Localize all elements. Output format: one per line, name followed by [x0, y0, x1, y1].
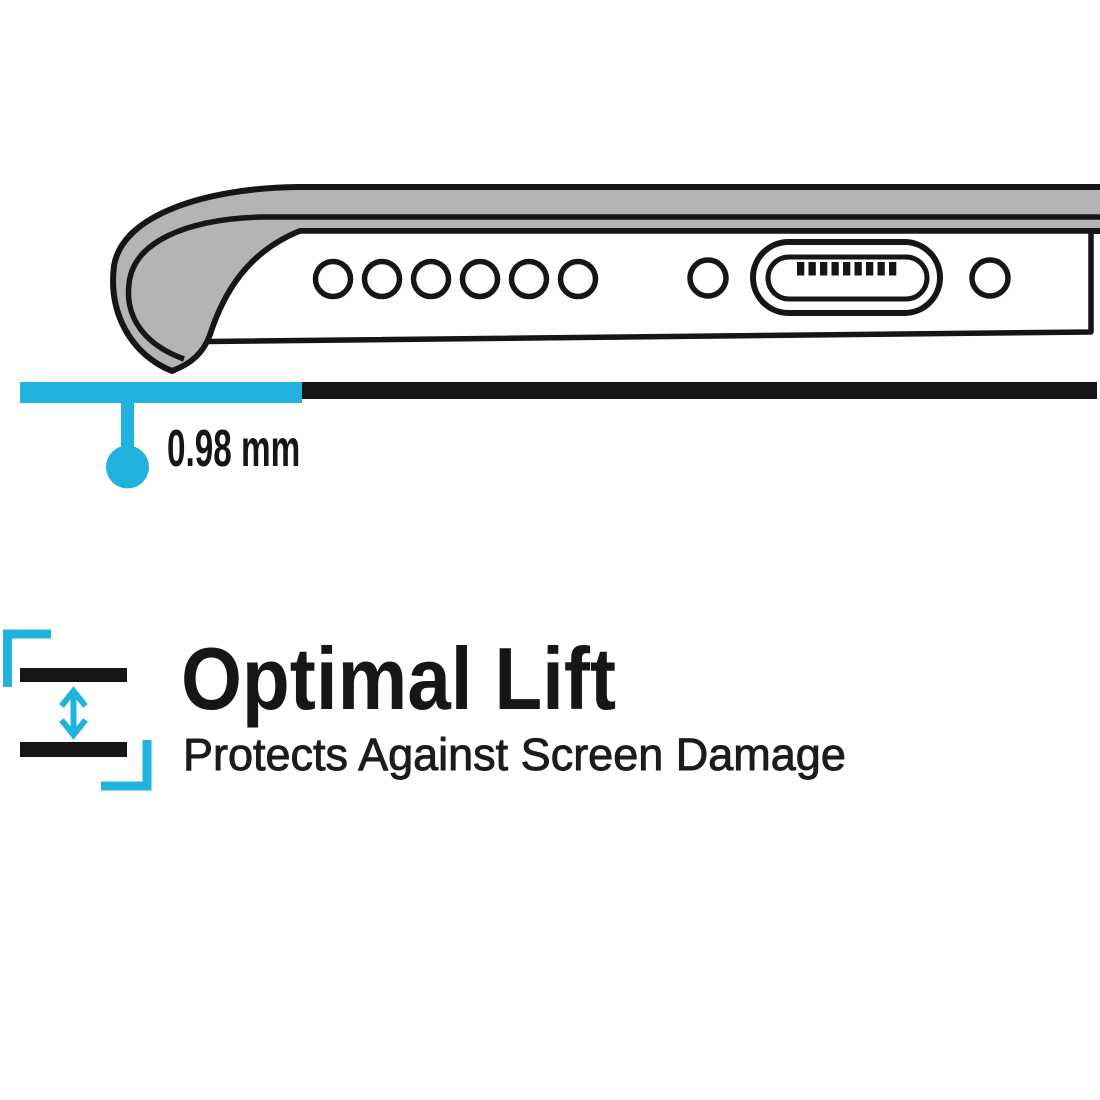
feature-title: Optimal Lift: [181, 629, 617, 728]
measure-dot: [106, 445, 149, 489]
measure-line-accent: [20, 382, 302, 403]
lift-arrow-icon: [59, 686, 88, 740]
lift-bar-bottom: [20, 742, 127, 757]
measure-stem: [121, 401, 134, 451]
charging-port-inner: [765, 254, 930, 302]
case-inner-line: [125, 214, 1100, 362]
lift-bracket-top-icon: [3, 629, 51, 687]
feature-subtitle: Protects Against Screen Damage: [183, 729, 847, 780]
screw-left: [687, 257, 729, 299]
measurement-label: 0.98 mm: [167, 420, 301, 478]
lift-bar-top: [20, 668, 127, 682]
port-pins: [797, 262, 897, 276]
measure-line-black: [301, 382, 1097, 399]
lift-bracket-bottom-icon: [101, 740, 152, 791]
speaker-holes: [312, 258, 599, 300]
phone-face: [172, 231, 1091, 382]
phone-face-outline: [171, 228, 1094, 374]
screw-right: [969, 257, 1011, 299]
